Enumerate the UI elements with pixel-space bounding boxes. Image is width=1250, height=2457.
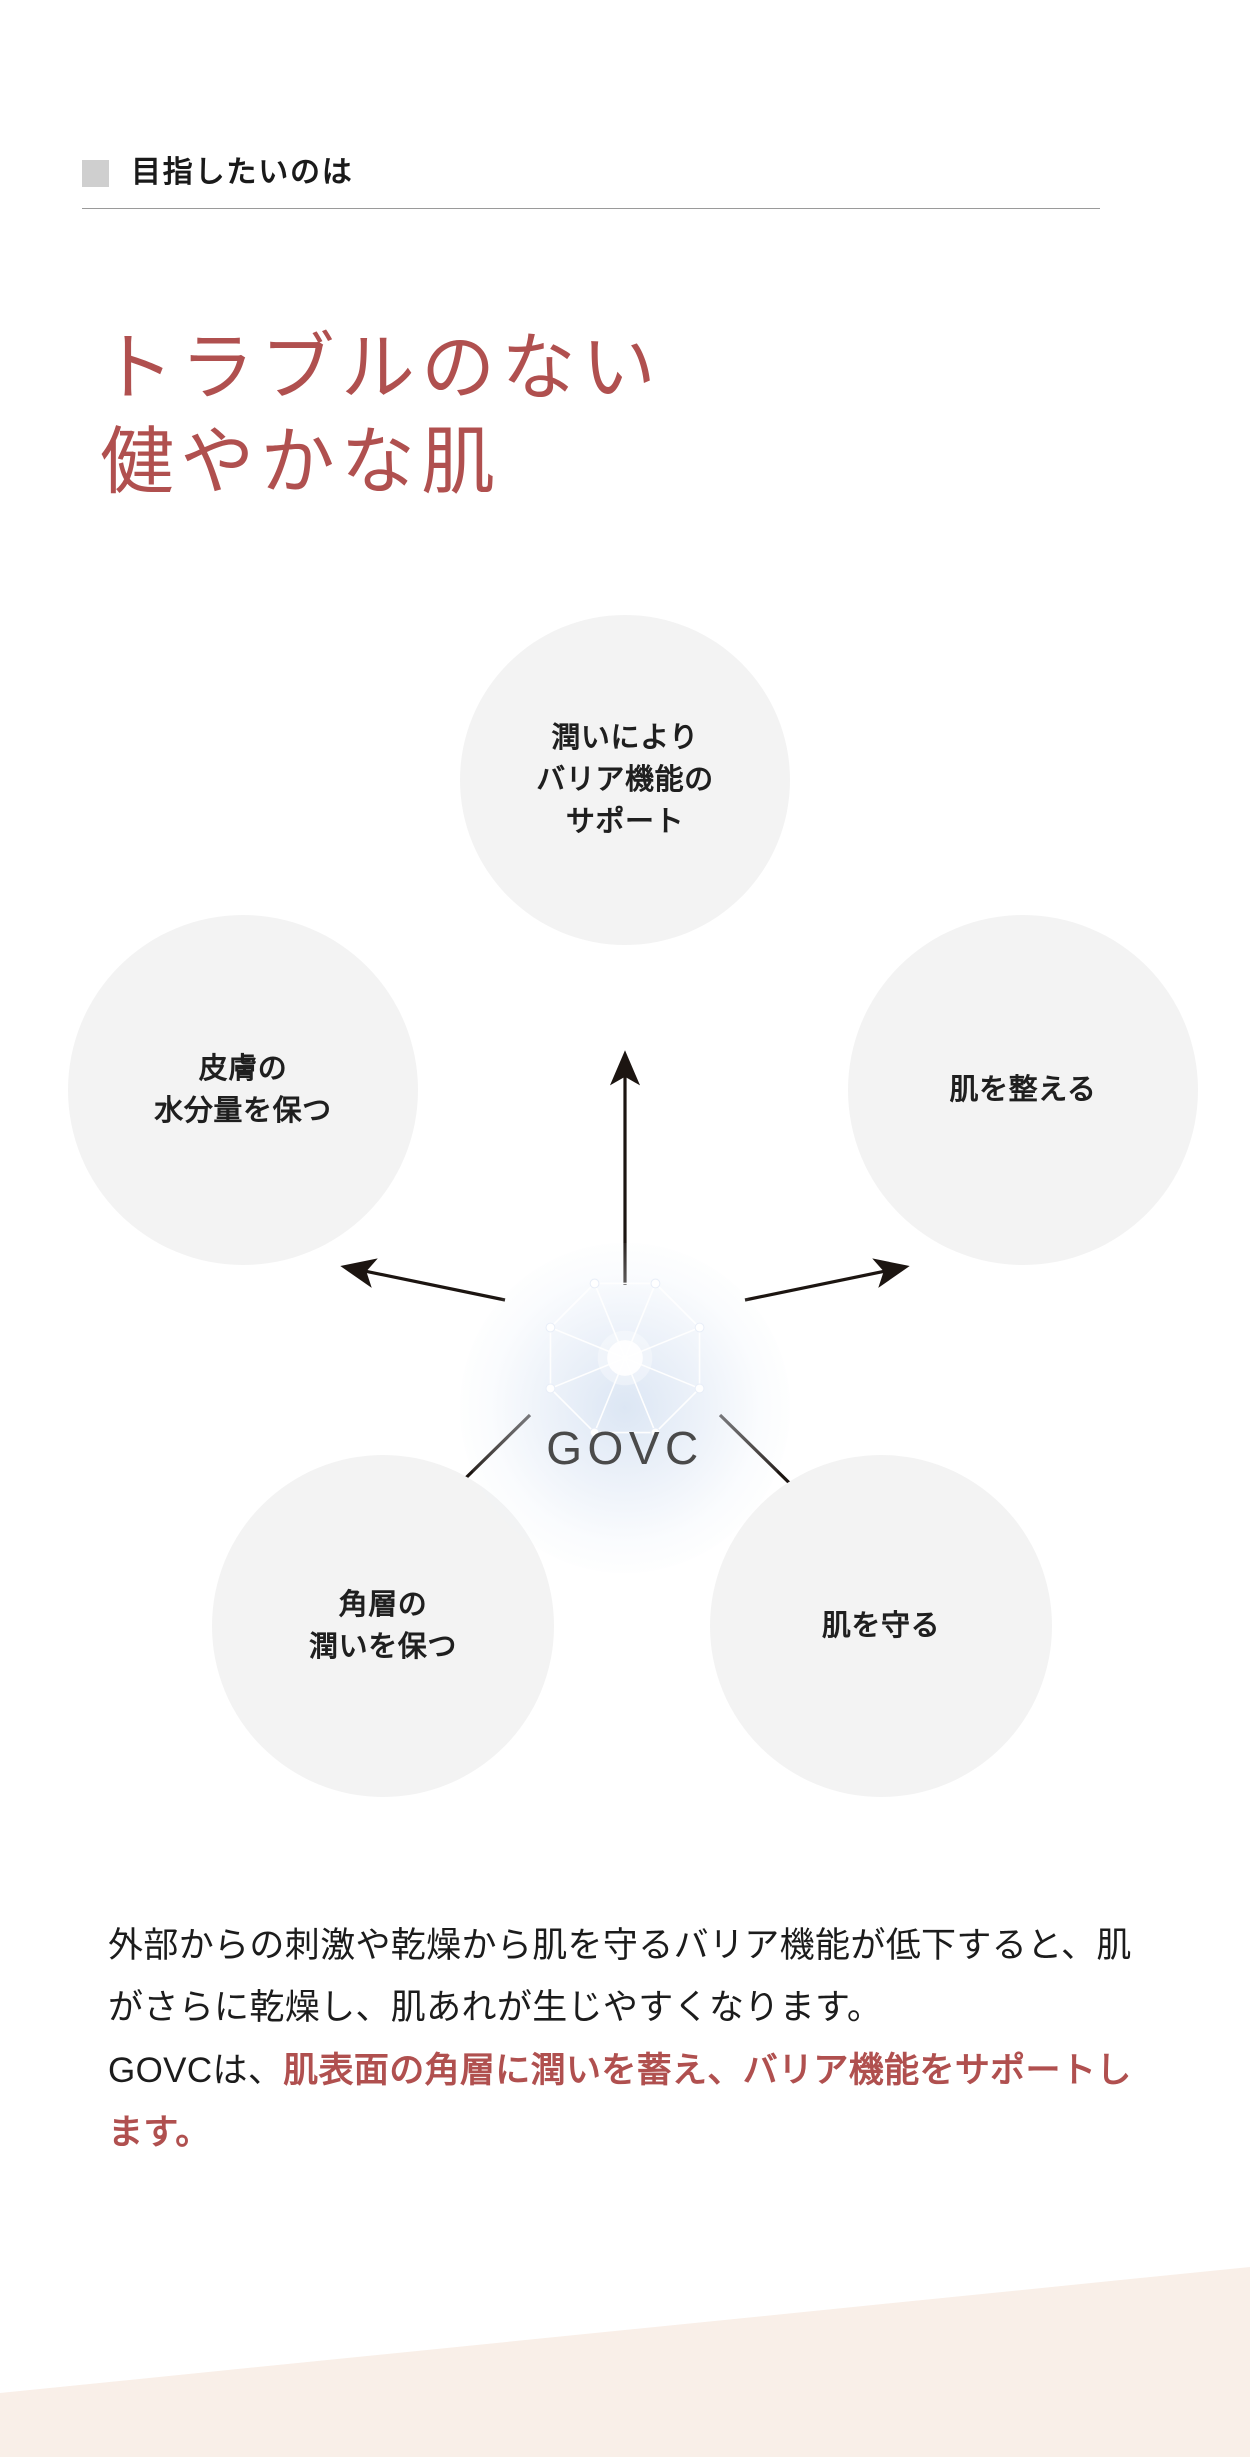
section-header-row: 目指したいのは [82, 158, 1100, 208]
benefit-label-line: 肌を守る [821, 1609, 941, 1642]
bottom-decorative-wedge [0, 2267, 1250, 2457]
body-paragraph-2-prefix: GOVCは、 [108, 2050, 284, 2090]
body-paragraph-2: GOVCは、肌表面の角層に潤いを蓄え、バリア機能をサポートします。 [108, 2040, 1158, 2165]
benefit-label-line: バリア機能の [536, 763, 714, 796]
benefit-label-line: 潤いを保つ [309, 1631, 457, 1663]
benefit-label-line: 皮膚の [198, 1052, 288, 1085]
benefit-circle-stratum-corneum[interactable]: 角層の 潤いを保つ [212, 1455, 554, 1797]
benefit-label: 角層の 潤いを保つ [309, 1584, 457, 1668]
body-copy: 外部からの刺激や乾燥から肌を守るバリア機能が低下すると、肌がさらに乾燥し、肌あれ… [108, 1915, 1158, 2164]
benefit-label: 潤いにより バリア機能の サポート [536, 717, 713, 843]
body-paragraph-2-emphasis: 肌表面の角層に潤いを蓄え、バリア機能をサポートします。 [108, 2050, 1132, 2152]
benefits-diagram: 潤いにより バリア機能の サポート 皮膚の 水分量を保つ 肌を整える 角層の 潤… [0, 595, 1250, 1845]
section-header: 目指したいのは [82, 158, 1100, 209]
benefit-label: 肌を整える [949, 1069, 1096, 1111]
brand-name: GOVC [546, 1422, 704, 1474]
benefit-label: 皮膚の 水分量を保つ [154, 1048, 331, 1132]
benefit-label-line: 潤いにより [551, 721, 699, 754]
body-paragraph-1: 外部からの刺激や乾燥から肌を守るバリア機能が低下すると、肌がさらに乾燥し、肌あれ… [108, 1926, 1132, 2028]
benefit-label-line: サポート [565, 806, 685, 839]
octagon-network-starburst-icon [545, 1278, 705, 1438]
benefit-circle-skin-protection[interactable]: 肌を守る [710, 1455, 1052, 1797]
benefit-label-line: 角層の [338, 1588, 428, 1621]
benefit-circle-skin-moisture[interactable]: 皮膚の 水分量を保つ [68, 915, 418, 1265]
brand-hub: GOVC [440, 1125, 810, 1573]
square-bullet-icon [82, 159, 109, 187]
benefit-label: 肌を守る [822, 1605, 940, 1647]
page-title-line-2: 健やかな肌 [100, 422, 502, 505]
page-title-line-1: トラブルのない [100, 327, 663, 410]
benefit-circle-skin-condition[interactable]: 肌を整える [848, 915, 1198, 1265]
benefit-circle-barrier-support[interactable]: 潤いにより バリア機能の サポート [460, 615, 790, 945]
section-eyebrow-label: 目指したいのは [131, 156, 354, 189]
page-title: トラブルのない 健やかな肌 [100, 322, 662, 511]
section-divider [82, 208, 1100, 209]
benefit-label-line: 水分量を保つ [154, 1095, 332, 1127]
benefit-label-line: 肌を整える [949, 1073, 1097, 1106]
